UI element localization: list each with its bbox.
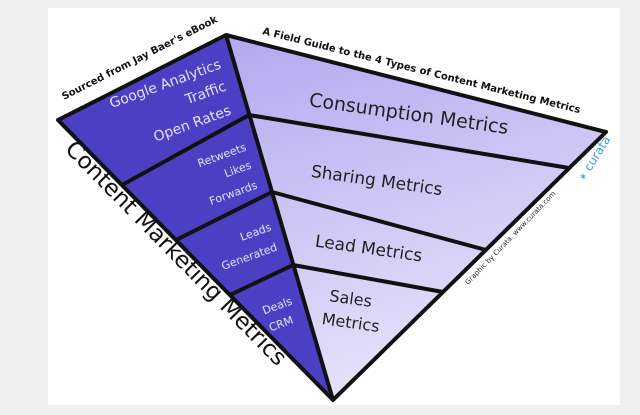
curata-star-icon: ✶ bbox=[577, 171, 591, 184]
examples-area bbox=[58, 35, 333, 400]
tier-divider-3 bbox=[229, 263, 444, 297]
funnel-outline bbox=[56, 33, 608, 402]
inner-divider bbox=[224, 34, 335, 401]
tier-divider-1 bbox=[121, 113, 570, 187]
tier-divider-2 bbox=[175, 190, 487, 252]
